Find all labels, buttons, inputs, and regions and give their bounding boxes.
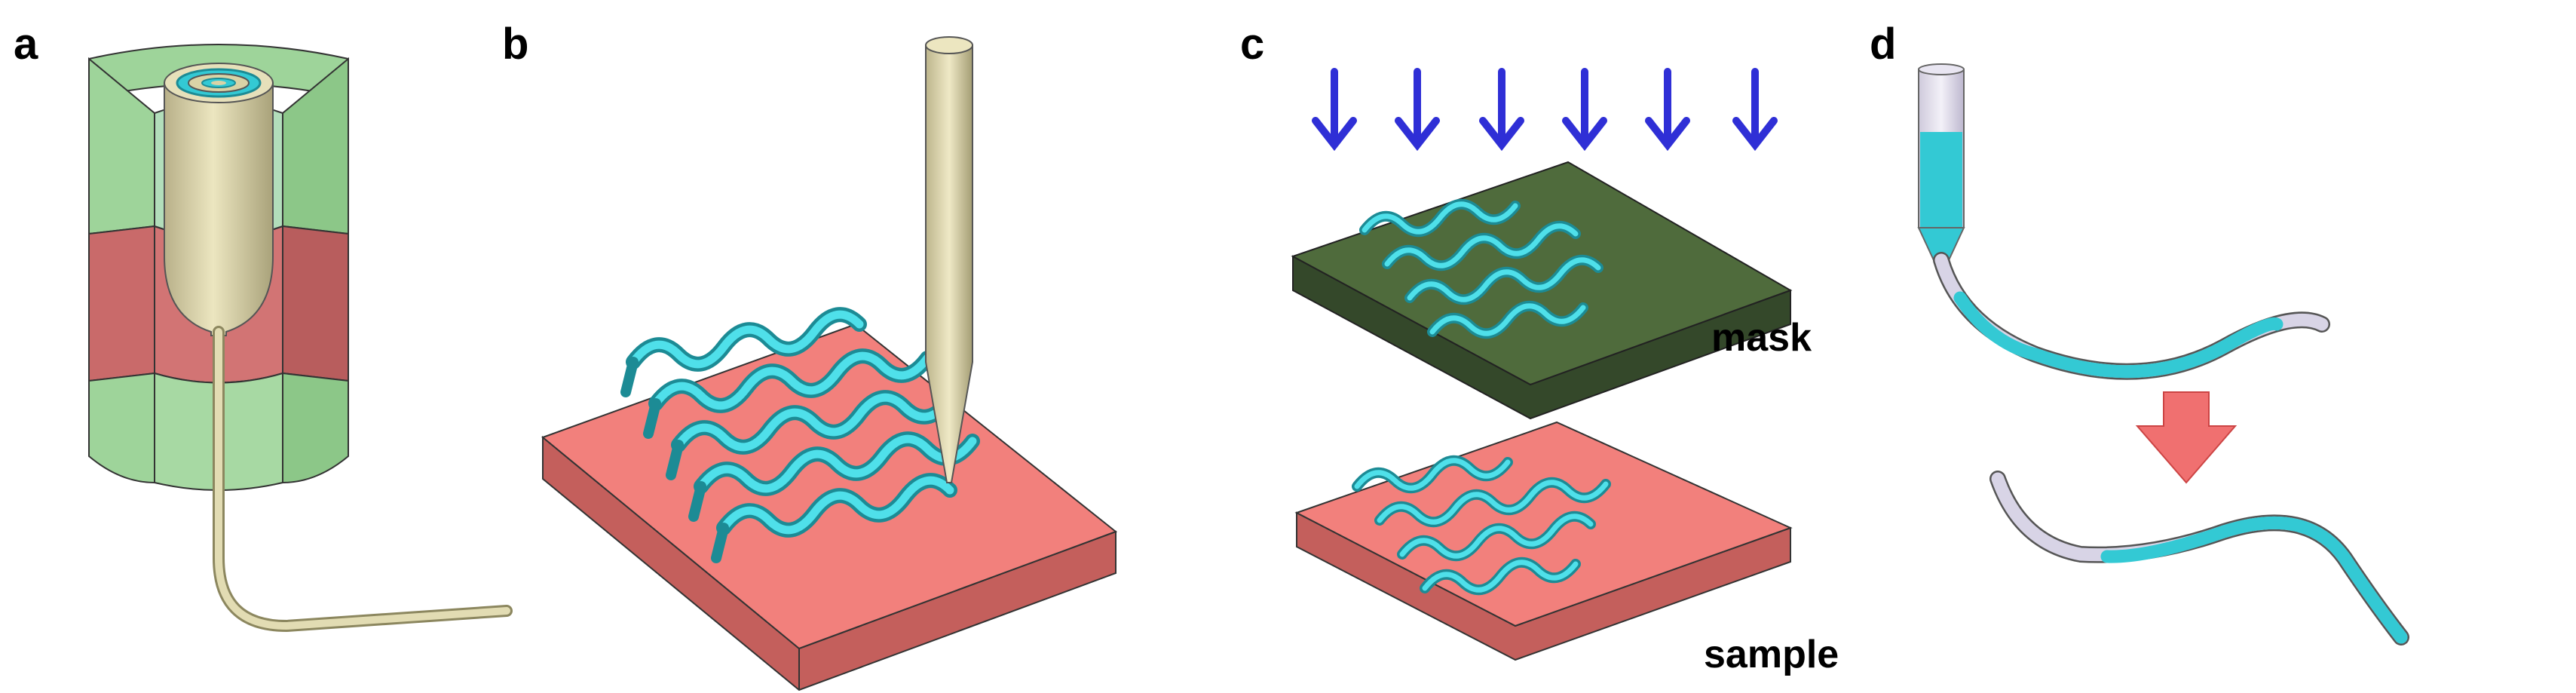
panel-label-d: d [1870, 20, 1896, 69]
nozzle-cartridge [164, 63, 274, 336]
panel-label-b: b [502, 20, 528, 69]
down-arrow-icon [1732, 68, 1778, 152]
mask-slab [1291, 161, 1793, 420]
panel-c: c [1240, 20, 1839, 676]
panel-d: d [1870, 20, 2409, 645]
down-arrow-icon [1562, 68, 1607, 152]
mask-label: mask [1711, 316, 1812, 360]
printed-fiber-pattern [620, 307, 980, 563]
panel-label-a: a [14, 20, 38, 69]
syringe [1917, 63, 1965, 261]
panel-label-c: c [1240, 20, 1264, 69]
down-arrow-icon [1479, 68, 1524, 152]
panel-a: a [14, 20, 513, 633]
substrate-slab [541, 323, 1118, 691]
panel-b: b [502, 20, 1118, 691]
down-arrow-icon [1645, 68, 1690, 152]
filling-tube [1933, 252, 2330, 380]
down-arrow-icon [1312, 68, 1357, 152]
down-arrow-icon [2135, 391, 2238, 484]
filled-tube [1989, 471, 2409, 645]
sample-label: sample [1704, 633, 1839, 676]
down-arrow-icon [1395, 68, 1440, 152]
exposure-arrows [1312, 68, 1778, 152]
sample-slab [1294, 421, 1793, 661]
printing-needle [925, 36, 973, 483]
